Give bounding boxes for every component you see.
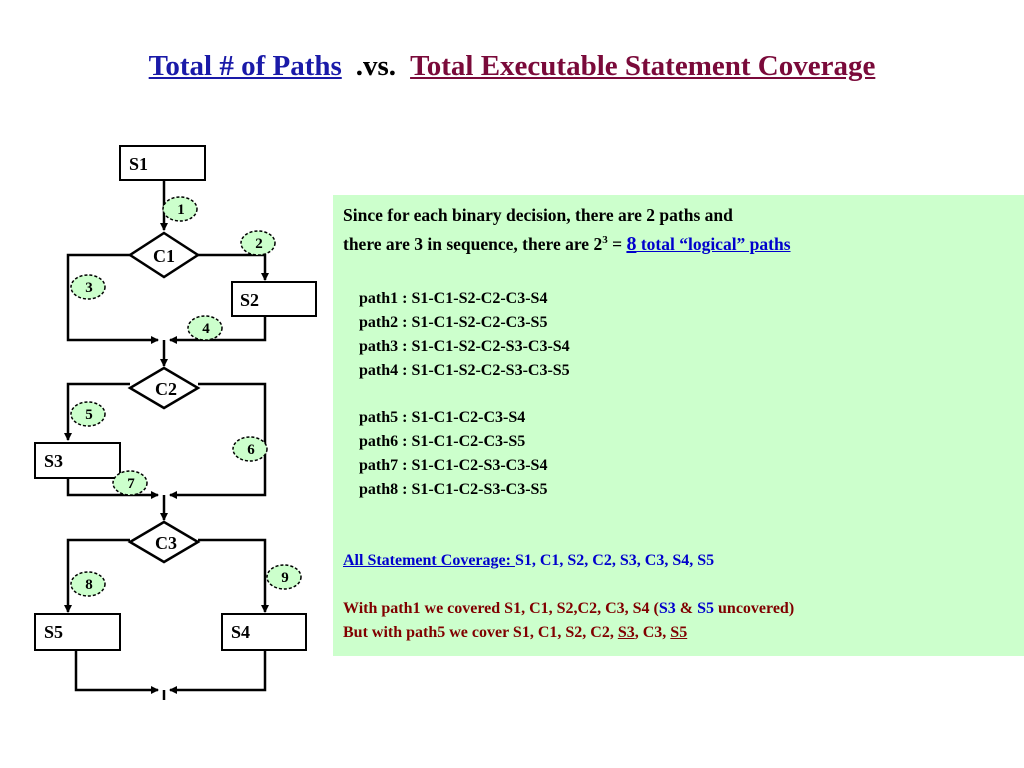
edge-c2-right <box>169 382 267 499</box>
edge-label-9: 9 <box>281 570 289 586</box>
title-total-paths: Total # of Paths <box>148 50 342 82</box>
path-item-5: path5 : S1-C1-C2-C3-S4 <box>359 409 526 426</box>
svg-text:C2: C2 <box>155 379 177 399</box>
edge-s4-exit <box>169 650 267 694</box>
edge-label-3-circle <box>70 274 106 300</box>
node-s3: S3 <box>34 442 121 479</box>
path-item-3: path3 : S1-C1-S2-C2-S3-C3-S4 <box>359 338 570 355</box>
edge-c3-s5 <box>64 538 130 613</box>
path-item-2: path2 : S1-C1-S2-C2-C3-S5 <box>359 314 548 331</box>
node-c2: C2 <box>127 366 201 410</box>
node-s2: S2 <box>231 281 317 317</box>
path-item-8: path8 : S1-C1-C2-S3-C3-S5 <box>359 481 548 498</box>
path5-s5: S5 <box>670 624 688 641</box>
svg-text:S2: S2 <box>240 290 259 310</box>
edge-s5-exit <box>74 650 159 694</box>
node-c3: C3 <box>127 520 201 564</box>
svg-text:C3: C3 <box>155 533 177 553</box>
svg-text:C1: C1 <box>153 246 175 266</box>
path-count: 8 <box>626 233 637 255</box>
edge-c3-s4 <box>198 538 269 613</box>
edge-label-7-circle <box>112 470 148 496</box>
uncovered-s5: S5 <box>697 600 715 617</box>
edge-label-5: 5 <box>85 407 93 423</box>
path5-coverage-text: But with path5 we cover S1, C1, S2, C2, <box>343 624 618 641</box>
statement-coverage-label: All Statement Coverage: <box>343 552 515 569</box>
path1-coverage-text: With path1 we covered S1, C1, S2,C2, C3,… <box>343 600 659 617</box>
path1-coverage-line: With path1 we covered S1, C1, S2,C2, C3,… <box>343 600 794 618</box>
edge-label-2: 2 <box>255 236 263 252</box>
path-item-4: path4 : S1-C1-S2-C2-S3-C3-S5 <box>359 362 570 379</box>
equals: = <box>607 234 627 254</box>
svg-text:S3: S3 <box>44 451 63 471</box>
edge-s3-merge <box>66 478 159 499</box>
svg-text:S1: S1 <box>129 154 148 174</box>
uncovered-s3: S3 <box>658 600 676 617</box>
exponent: 3 <box>602 234 608 247</box>
control-flow-diagram: S1 C1 S2 C2 S3 C3 S5 S4 1 <box>34 145 317 700</box>
path-item-1: path1 : S1-C1-S2-C2-C3-S4 <box>359 290 548 307</box>
explanation-line-2: there are 3 in sequence, there are 23 = … <box>343 233 791 256</box>
path-item-6: path6 : S1-C1-C2-C3-S5 <box>359 433 526 450</box>
edge-label-4-circle <box>187 315 223 341</box>
path5-s3: S3 <box>617 624 635 641</box>
explanation-line-2-prefix: there are 3 in sequence, there are 2 <box>343 234 603 254</box>
edge-label-7: 7 <box>127 476 135 492</box>
uncovered-suffix: uncovered) <box>714 600 795 617</box>
path5-coverage-line: But with path5 we cover S1, C1, S2, C2, … <box>343 624 687 642</box>
edge-label-6: 6 <box>247 442 255 458</box>
title-vs: .vs. <box>355 50 397 82</box>
page-title: Total # of Paths .vs. Total Executable Sta… <box>0 50 1024 83</box>
statement-coverage-line: All Statement Coverage: S1, C1, S2, C2, … <box>343 552 714 570</box>
path5-mid: , C3, <box>634 624 671 641</box>
edge-label-3: 3 <box>85 280 93 296</box>
edge-label-1: 1 <box>177 202 185 218</box>
node-s1: S1 <box>119 145 206 181</box>
node-c1: C1 <box>127 231 201 279</box>
node-s4: S4 <box>221 613 307 651</box>
statement-coverage-list: S1, C1, S2, C2, S3, C3, S4, S5 <box>514 552 715 569</box>
uncovered-amp: & <box>675 600 698 617</box>
explanation-panel: Since for each binary decision, there ar… <box>333 195 1024 656</box>
edge-label-4: 4 <box>202 321 210 337</box>
edge-c1-s2 <box>198 253 269 281</box>
title-statement-coverage: Total Executable Statement Coverage <box>410 50 876 82</box>
node-s5: S5 <box>34 613 121 651</box>
edge-label-9-circle <box>266 564 302 590</box>
edge-label-8-circle <box>70 571 106 597</box>
explanation-line-1: Since for each binary decision, there ar… <box>343 205 733 225</box>
logical-paths-label: total “logical” paths <box>636 234 791 254</box>
edge-c2-s3 <box>64 382 130 441</box>
edge-label-2-circle <box>240 230 276 256</box>
path-item-7: path7 : S1-C1-C2-S3-C3-S4 <box>359 457 548 474</box>
edge-label-5-circle <box>70 401 106 427</box>
edge-label-8: 8 <box>85 577 93 593</box>
edge-c1-left <box>66 253 159 344</box>
svg-text:S4: S4 <box>231 622 250 642</box>
svg-text:S5: S5 <box>44 622 63 642</box>
edge-label-6-circle <box>232 436 268 462</box>
edge-label-1-circle <box>162 196 198 222</box>
